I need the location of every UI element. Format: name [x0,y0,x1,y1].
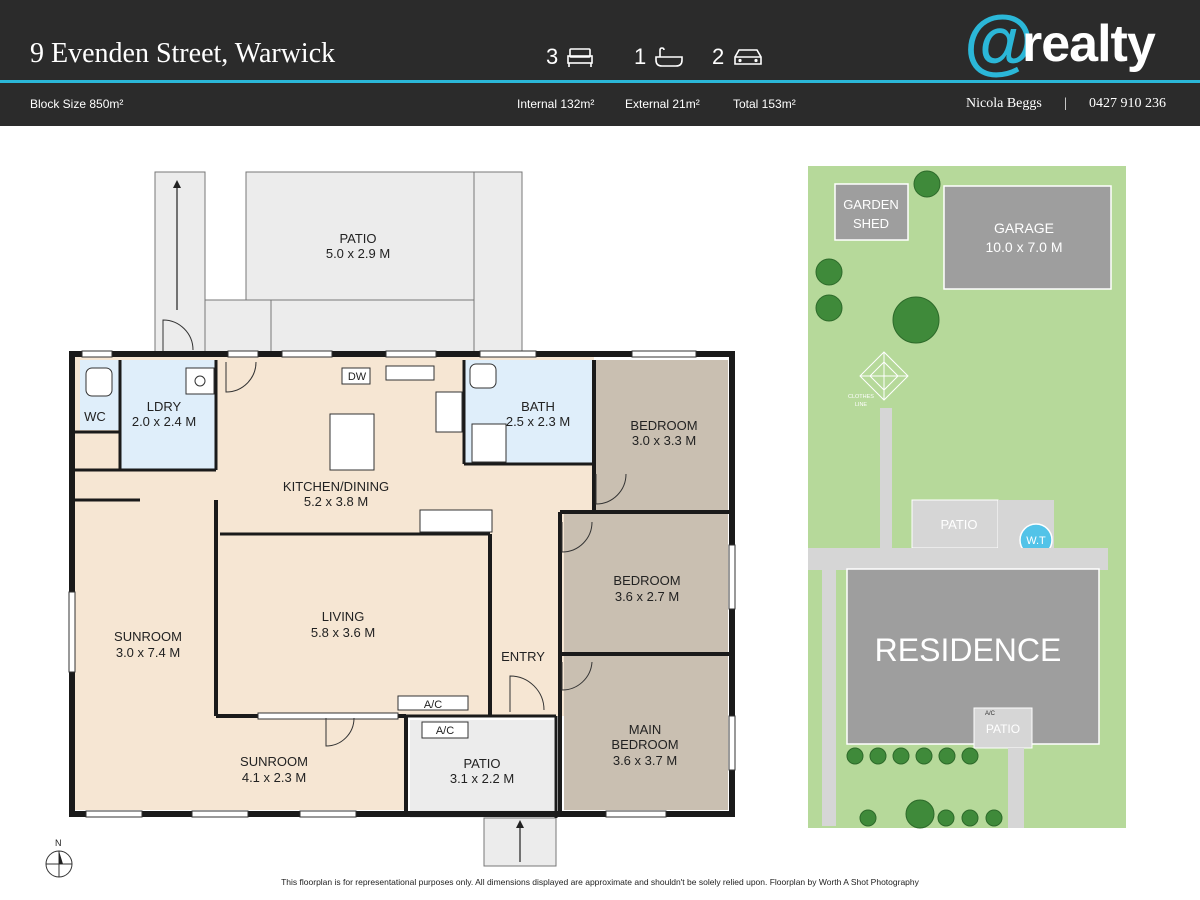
bed-icon [567,48,594,67]
tree-icon [937,809,955,827]
windows [68,350,736,818]
bathroom-count-value: 1 [634,44,647,69]
kitchen-size: 5.2 x 3.8 M [304,494,368,509]
bedroom-count: 3 [546,44,594,70]
room-labels: PATIO 5.0 x 2.9 M WC LDRY 2.0 x 2.4 M DW… [84,231,697,786]
tree-icon [815,258,843,286]
garden-shed-label-2: SHED [853,216,889,231]
patio-back-label: PATIO [940,517,977,532]
tree-icon [859,809,877,827]
rear-outdoor [154,171,523,355]
bedroom-count-value: 3 [546,44,559,69]
agent-separator: | [1064,96,1067,111]
logo-word: realty [1022,15,1156,73]
tree-icon [892,747,910,765]
header-bar: 9 Evenden Street, Warwick 3 1 2 Block Si… [0,0,1200,126]
main-bedroom-name-1: MAIN [629,722,662,737]
disclaimer: This floorplan is for representational p… [281,877,919,887]
ac-living-label: A/C [424,699,442,711]
garden-shed-label-1: GARDEN [843,197,899,212]
fixtures [85,361,1003,747]
entry-label: ENTRY [501,649,545,664]
garage-name: GARAGE [994,220,1054,236]
site-trees [815,170,1003,829]
bedroom2-size: 3.6 x 2.7 M [615,589,679,604]
room-fills [74,356,728,867]
tree-icon [915,747,933,765]
bathroom-count: 1 [634,44,684,70]
header-divider [0,80,1200,83]
tree-icon [961,747,979,765]
bedroom1-name: BEDROOM [630,418,697,433]
clothes-line-label-1: CLOTHES [848,394,874,400]
clothes-line-label-2: LINE [855,402,868,408]
main-bedroom-name-2: BEDROOM [611,737,678,752]
bedroom1-size: 3.0 x 3.3 M [632,433,696,448]
agent-phone: 0427 910 236 [1089,96,1166,111]
patio-top-size: 5.0 x 2.9 M [326,246,390,261]
ldry-name: LDRY [147,399,182,414]
bath-name: BATH [521,399,555,414]
tree-icon [815,294,843,322]
living-size: 5.8 x 3.6 M [311,625,375,640]
bath-size: 2.5 x 2.3 M [506,414,570,429]
agent-name: Nicola Beggs [966,96,1042,111]
total-area: Total 153m² [733,97,796,111]
patio-front-name: PATIO [463,756,500,771]
ldry-size: 2.0 x 2.4 M [132,414,196,429]
tree-icon [913,170,941,198]
tree-icon [938,747,956,765]
tree-icon [985,809,1003,827]
car-icon [734,49,763,65]
internal-area: Internal 132m² [517,97,595,111]
external-area: External 21m² [625,97,700,111]
bath-icon [655,47,684,67]
tree-icon [892,296,940,344]
main-bedroom-size: 3.6 x 3.7 M [613,753,677,768]
property-address: 9 Evenden Street, Warwick [30,38,336,69]
tree-icon [961,809,979,827]
residence-label: RESIDENCE [875,632,1062,668]
living-name: LIVING [322,609,365,624]
logo-at: @ [964,8,1034,80]
bedroom2-name: BEDROOM [613,573,680,588]
dw-label: DW [348,371,367,383]
tree-icon [846,747,864,765]
realty-logo: @ [964,8,1034,80]
car-count: 2 [712,44,764,70]
tree-icon [869,747,887,765]
site-ac-label: A/C [985,711,996,717]
compass-icon: N [45,838,73,878]
sunroom2-size: 4.1 x 2.3 M [242,770,306,785]
sunroom1-size: 3.0 x 7.4 M [116,645,180,660]
sunroom1-name: SUNROOM [114,629,182,644]
patio-top-name: PATIO [339,231,376,246]
patio-front-size: 3.1 x 2.2 M [450,771,514,786]
site-labels: GARDEN SHED GARAGE 10.0 x 7.0 M CLOTHES … [843,197,1062,736]
car-count-value: 2 [712,44,725,69]
kitchen-name: KITCHEN/DINING [283,479,389,494]
compass-north: N [55,838,62,848]
sunroom2-name: SUNROOM [240,754,308,769]
wc-label: WC [84,409,106,424]
water-tank-label: W.T [1026,535,1046,547]
ac-patio-label: A/C [436,725,454,737]
garage-size: 10.0 x 7.0 M [985,239,1062,255]
site-plan [808,166,1126,828]
tree-icon [905,799,935,829]
block-size: Block Size 850m² [30,97,124,111]
patio-front-site-label: PATIO [986,722,1020,736]
